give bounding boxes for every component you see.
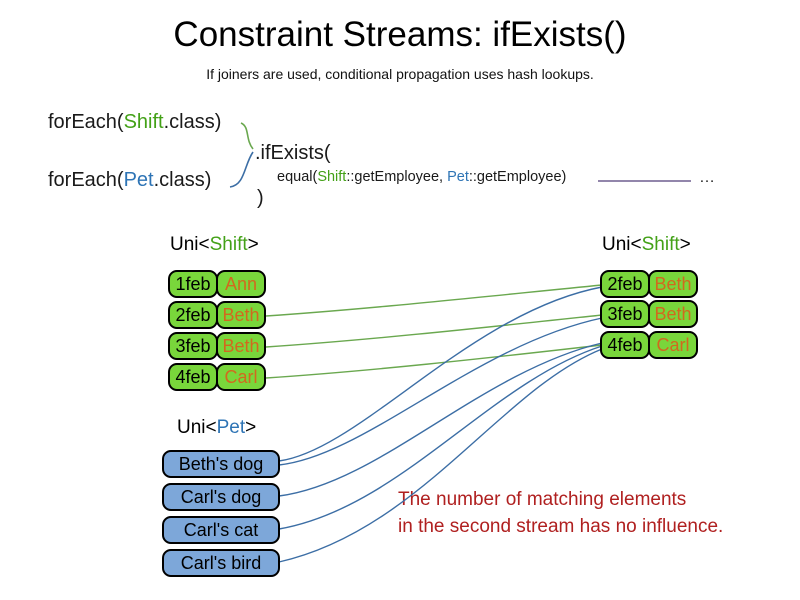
- label-text: >: [245, 417, 257, 438]
- pet-class-token: Pet: [216, 417, 246, 438]
- code-text: forEach(: [48, 111, 124, 133]
- pet-stream-label: Uni<Pet>: [177, 417, 256, 439]
- code-foreach-pet: forEach(Pet.class): [48, 169, 211, 192]
- pet-class-token: Pet: [447, 169, 469, 185]
- brace-bottom-half: [229, 151, 254, 188]
- code-text: .class): [163, 111, 222, 133]
- shift-class-token: Shift: [317, 169, 347, 185]
- shift-row-employee: Carl: [648, 331, 698, 359]
- right-shift-stream-label: Uni<Shift>: [602, 234, 691, 256]
- connector-shift-2feb: [265, 284, 603, 317]
- pet-class-token: Pet: [123, 169, 154, 191]
- pet-row: Carl's cat: [162, 516, 280, 544]
- code-text: ::getEmployee,: [346, 169, 448, 185]
- connector-beths-dog-2feb: [278, 286, 603, 462]
- label-text: Uni<: [602, 234, 642, 255]
- connector-shift-3feb: [265, 314, 603, 348]
- pet-row: Beth's dog: [162, 450, 280, 478]
- note-text: The number of matching elements in the s…: [398, 486, 723, 540]
- shift-class-token: Shift: [641, 234, 680, 255]
- left-shift-stream-label: Uni<Shift>: [170, 234, 259, 256]
- shift-row-date: 2feb: [600, 270, 650, 298]
- code-equal-joiner: equal(Shift::getEmployee, Pet::getEmploy…: [277, 169, 566, 185]
- connector-carls-bird-4feb: [278, 348, 603, 563]
- label-text: >: [679, 234, 691, 255]
- brace-top-half: [240, 122, 254, 150]
- shift-row-employee: Carl: [216, 363, 266, 391]
- shift-row-date: 2feb: [168, 301, 218, 329]
- page-subtitle: If joiners are used, conditional propaga…: [206, 66, 594, 82]
- connector-shift-4feb: [265, 344, 603, 379]
- label-text: Uni<: [170, 234, 210, 255]
- page-title: Constraint Streams: ifExists(): [173, 15, 627, 54]
- connector-beths-dog-3feb: [278, 317, 603, 466]
- label-text: >: [247, 234, 259, 255]
- code-if-exists: .ifExists(: [255, 142, 331, 164]
- shift-class-token: Shift: [123, 111, 164, 133]
- pet-row: Carl's bird: [162, 549, 280, 577]
- note-line-1: The number of matching elements: [398, 489, 687, 510]
- shift-class-token: Shift: [209, 234, 248, 255]
- shift-row-employee: Beth: [216, 332, 266, 360]
- label-text: Uni<: [177, 417, 217, 438]
- shift-row-employee: Beth: [216, 301, 266, 329]
- code-close-paren: ): [257, 187, 264, 209]
- code-foreach-shift: forEach(Shift.class): [48, 111, 221, 134]
- connector-carls-dog-4feb: [278, 342, 603, 497]
- shift-row-date: 4feb: [168, 363, 218, 391]
- shift-row-date: 4feb: [600, 331, 650, 359]
- shift-row-employee: Beth: [648, 270, 698, 298]
- shift-row-employee: Beth: [648, 300, 698, 328]
- shift-row-date: 1feb: [168, 270, 218, 298]
- shift-row-date: 3feb: [168, 332, 218, 360]
- code-text: equal(: [277, 169, 318, 185]
- shift-row-employee: Ann: [216, 270, 266, 298]
- code-text: .class): [153, 169, 212, 191]
- code-text: ::getEmployee): [468, 169, 567, 185]
- code-text: forEach(: [48, 169, 124, 191]
- pet-row: Carl's dog: [162, 483, 280, 511]
- ellipsis: …: [699, 169, 715, 186]
- shift-row-date: 3feb: [600, 300, 650, 328]
- connector-carls-cat-4feb: [278, 345, 603, 530]
- note-line-2: in the second stream has no influence.: [398, 516, 724, 537]
